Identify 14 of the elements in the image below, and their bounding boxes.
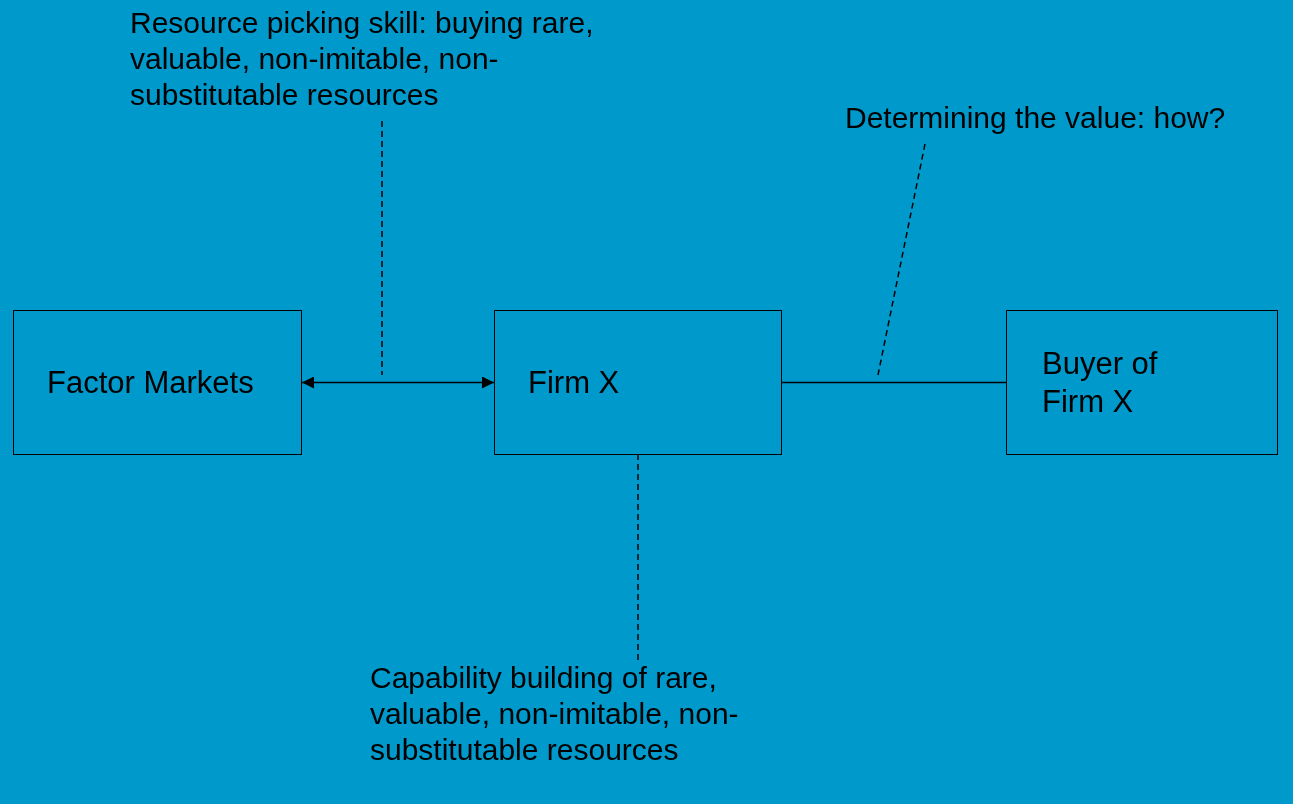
box-label: Factor Markets: [47, 363, 255, 402]
leader-line: [637, 454, 639, 661]
annotation-text: Determining the value: how?: [845, 100, 1291, 136]
annotation-text: Resource picking skill: buying rare, valuable, non-imitable, non-substitutable resources: [130, 5, 630, 113]
arrow: [301, 376, 495, 389]
leader-line: [877, 143, 926, 376]
connector-line: [781, 381, 1007, 384]
leader-line: [381, 120, 383, 376]
annotation-text: Capability building of rare, valuable, non-imitable, non-substitutable resources: [370, 660, 840, 768]
box-label: Buyer of Firm X: [1042, 345, 1159, 420]
process-box: [1006, 310, 1278, 455]
process-box: [13, 310, 302, 455]
process-box: [494, 310, 782, 455]
box-label: Firm X: [528, 363, 621, 402]
